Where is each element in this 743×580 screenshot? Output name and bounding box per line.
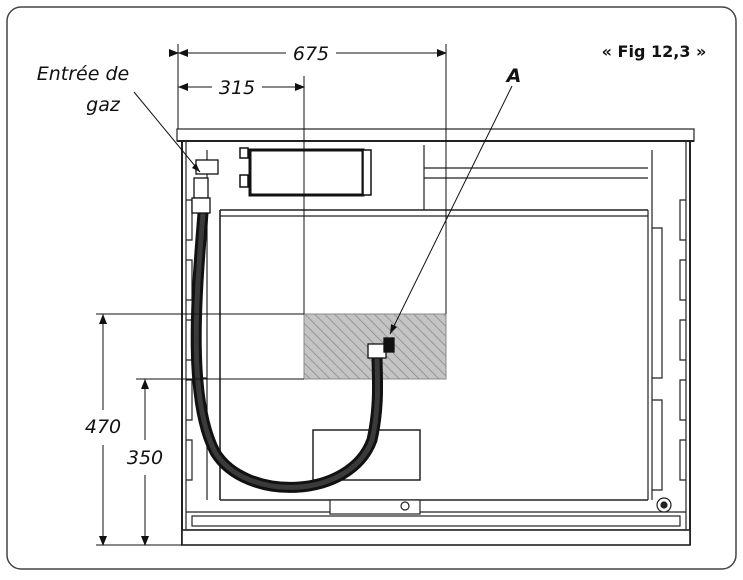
dimension-470-label: 470 [85, 416, 121, 438]
gas-inlet-leader [133, 91, 201, 173]
dimension-675-label: 675 [293, 43, 329, 65]
dimension-350-label: 350 [127, 447, 163, 469]
worktop [176, 128, 695, 142]
dimension-315-label: 315 [219, 77, 255, 99]
connection-fitting-a [367, 337, 395, 359]
dimension-lines [96, 44, 447, 546]
figure-label: « Fig 12,3 » [602, 42, 707, 61]
control-box [239, 147, 372, 197]
gas-inlet-fitting [191, 159, 219, 214]
outer-frame [6, 6, 737, 570]
gas-inlet-label-line2: gaz [86, 94, 121, 116]
gas-inlet-label-line1: Entrée de [37, 63, 129, 85]
point-a-leader [389, 85, 513, 335]
point-a-label: A [505, 65, 522, 87]
